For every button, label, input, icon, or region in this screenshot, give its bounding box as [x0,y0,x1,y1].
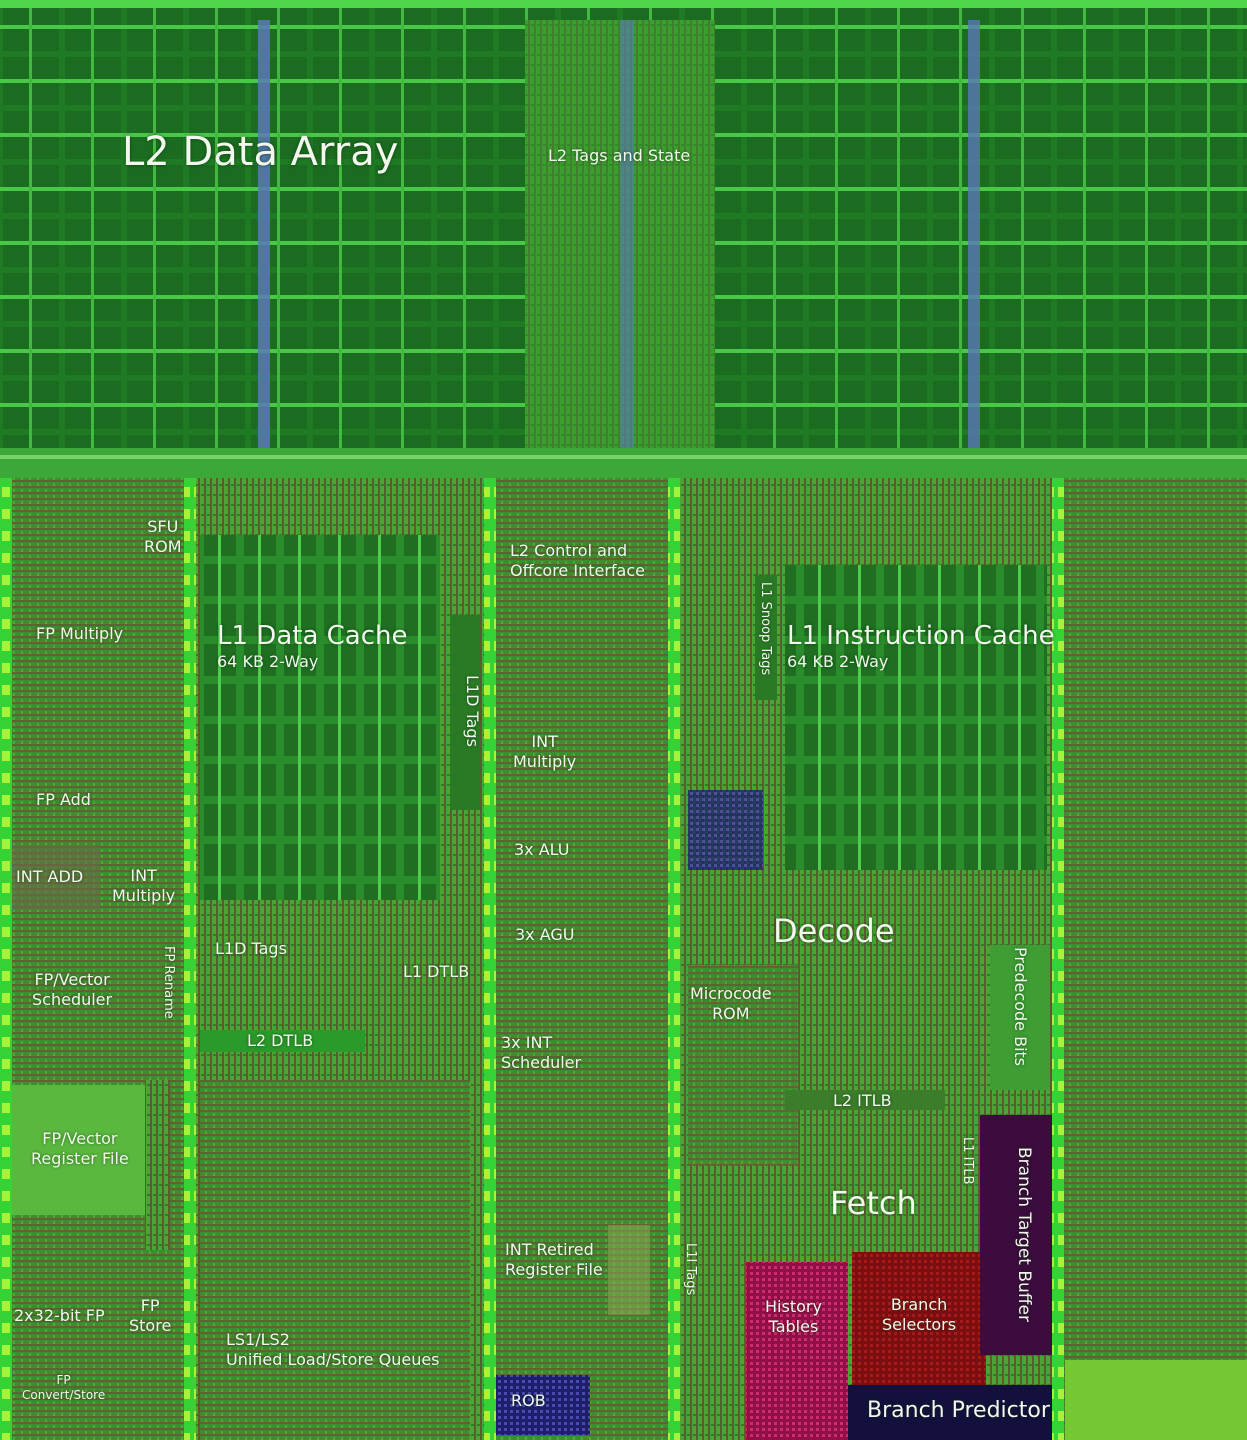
label-decode: Decode [773,912,895,950]
label-fp-rename: FP Rename [161,946,176,1019]
label-branch-target-buffer: Branch Target Buffer [1014,1147,1034,1322]
label-fetch: Fetch [830,1184,917,1222]
label-l1-instruction-cache-size: 64 KB 2-Way [787,652,889,671]
label-l2-itlb: L2 ITLB [833,1091,892,1110]
label-agu: 3x AGU [515,925,575,944]
label-branch-predictor: Branch Predictor [867,1398,1050,1423]
label-l1i-tags: L1I Tags [683,1243,698,1296]
label-l1-dtlb: L1 DTLB [403,962,470,981]
label-l2-dtlb: L2 DTLB [247,1031,314,1050]
label-l2-data-array: L2 Data Array [122,129,399,175]
label-rob: ROB [511,1391,546,1410]
label-l1-data-cache-size: 64 KB 2-Way [217,652,319,671]
label-l1-snoop-tags: L1 Snoop Tags [758,582,773,676]
label-l1d-tags-vertical: L1D Tags [463,675,482,747]
label-fp-multiply: FP Multiply [36,624,124,643]
label-alu: 3x ALU [514,840,570,859]
label-fp-32bit: 2x32-bit FP [14,1306,105,1325]
label-fp-add: FP Add [36,790,91,809]
label-int-add: INT ADD [16,867,84,886]
label-l1-itlb: L1 ITLB [960,1137,975,1185]
label-l1-instruction-cache: L1 Instruction Cache [787,621,1055,651]
label-l2-tags-state: L2 Tags and State [548,146,691,165]
label-predecode-bits: Predecode Bits [1011,947,1030,1067]
label-l1-data-cache: L1 Data Cache [217,621,408,651]
label-l1d-tags: L1D Tags [215,939,287,958]
